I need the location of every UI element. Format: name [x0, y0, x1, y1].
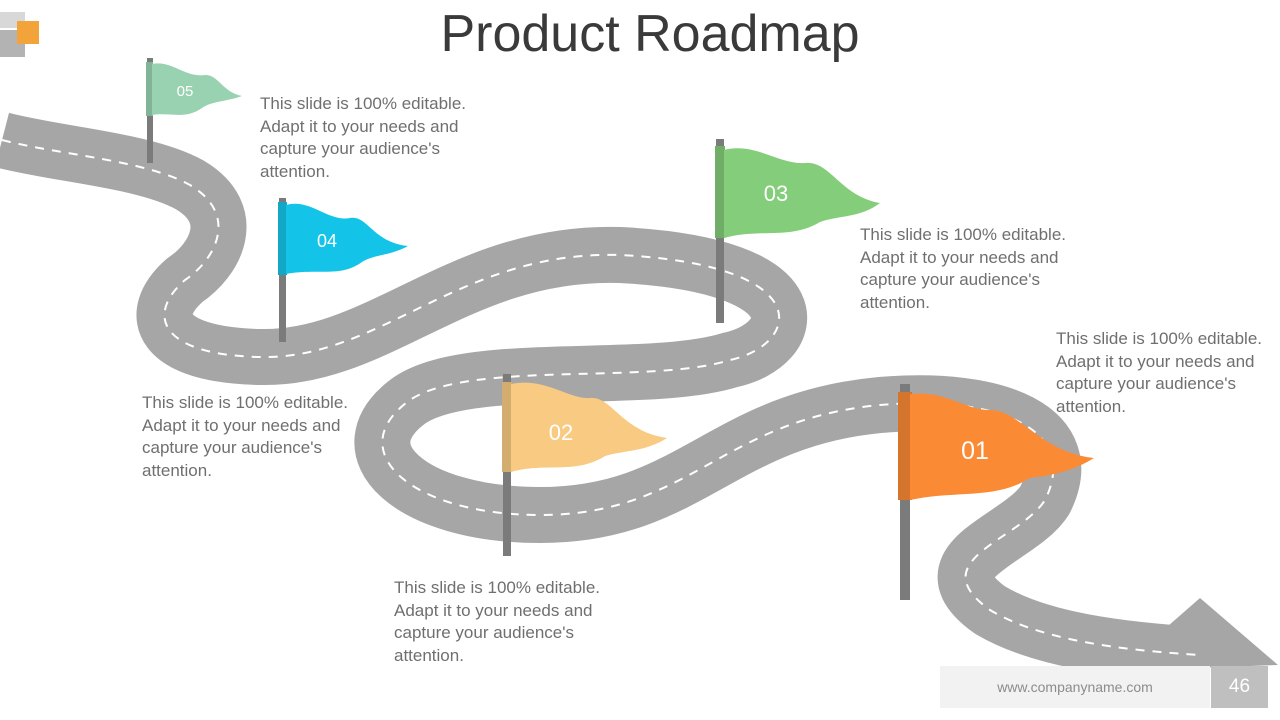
milestone-05-description: This slide is 100% editable. Adapt it to…: [260, 94, 467, 181]
milestone-03-description: This slide is 100% editable. Adapt it to…: [860, 225, 1067, 312]
flag-05-cloth: [152, 63, 242, 115]
flag-01-cloth: [910, 393, 1094, 500]
flag-02-cloth: [511, 382, 667, 472]
flag-01-pole-band: [898, 392, 912, 500]
flag-03-pole-band: [715, 146, 725, 238]
milestone-01-description: This slide is 100% editable. Adapt it to…: [1056, 329, 1263, 416]
page-number: 46: [1211, 666, 1268, 708]
flag-04-pole-band: [278, 202, 287, 275]
flag-03-number: 03: [764, 181, 788, 206]
flag-04-cloth: [286, 203, 408, 274]
flag-03-cloth: [724, 148, 880, 238]
flag-01-number: 01: [961, 437, 989, 465]
flag-01: 01: [898, 384, 1094, 600]
road: [2, 140, 1278, 672]
road-arrow-head: [1078, 598, 1278, 672]
flag-04: 04: [278, 198, 408, 342]
milestone-04-description: This slide is 100% editable. Adapt it to…: [142, 393, 349, 480]
page-title: Product Roadmap: [440, 5, 860, 63]
flag-02-pole-band: [502, 382, 512, 472]
flag-05: 05: [146, 58, 242, 163]
flag-02-number: 02: [549, 420, 573, 445]
logo-square-orange: [17, 21, 39, 44]
flag-04-number: 04: [317, 231, 337, 251]
flag-05-number: 05: [177, 83, 194, 100]
milestone-02-description: This slide is 100% editable. Adapt it to…: [394, 578, 601, 665]
flag-03: 03: [715, 139, 880, 323]
flag-05-pole-band: [146, 62, 153, 116]
flag-02: 02: [502, 374, 667, 556]
footer-url: www.companyname.com: [940, 666, 1210, 708]
